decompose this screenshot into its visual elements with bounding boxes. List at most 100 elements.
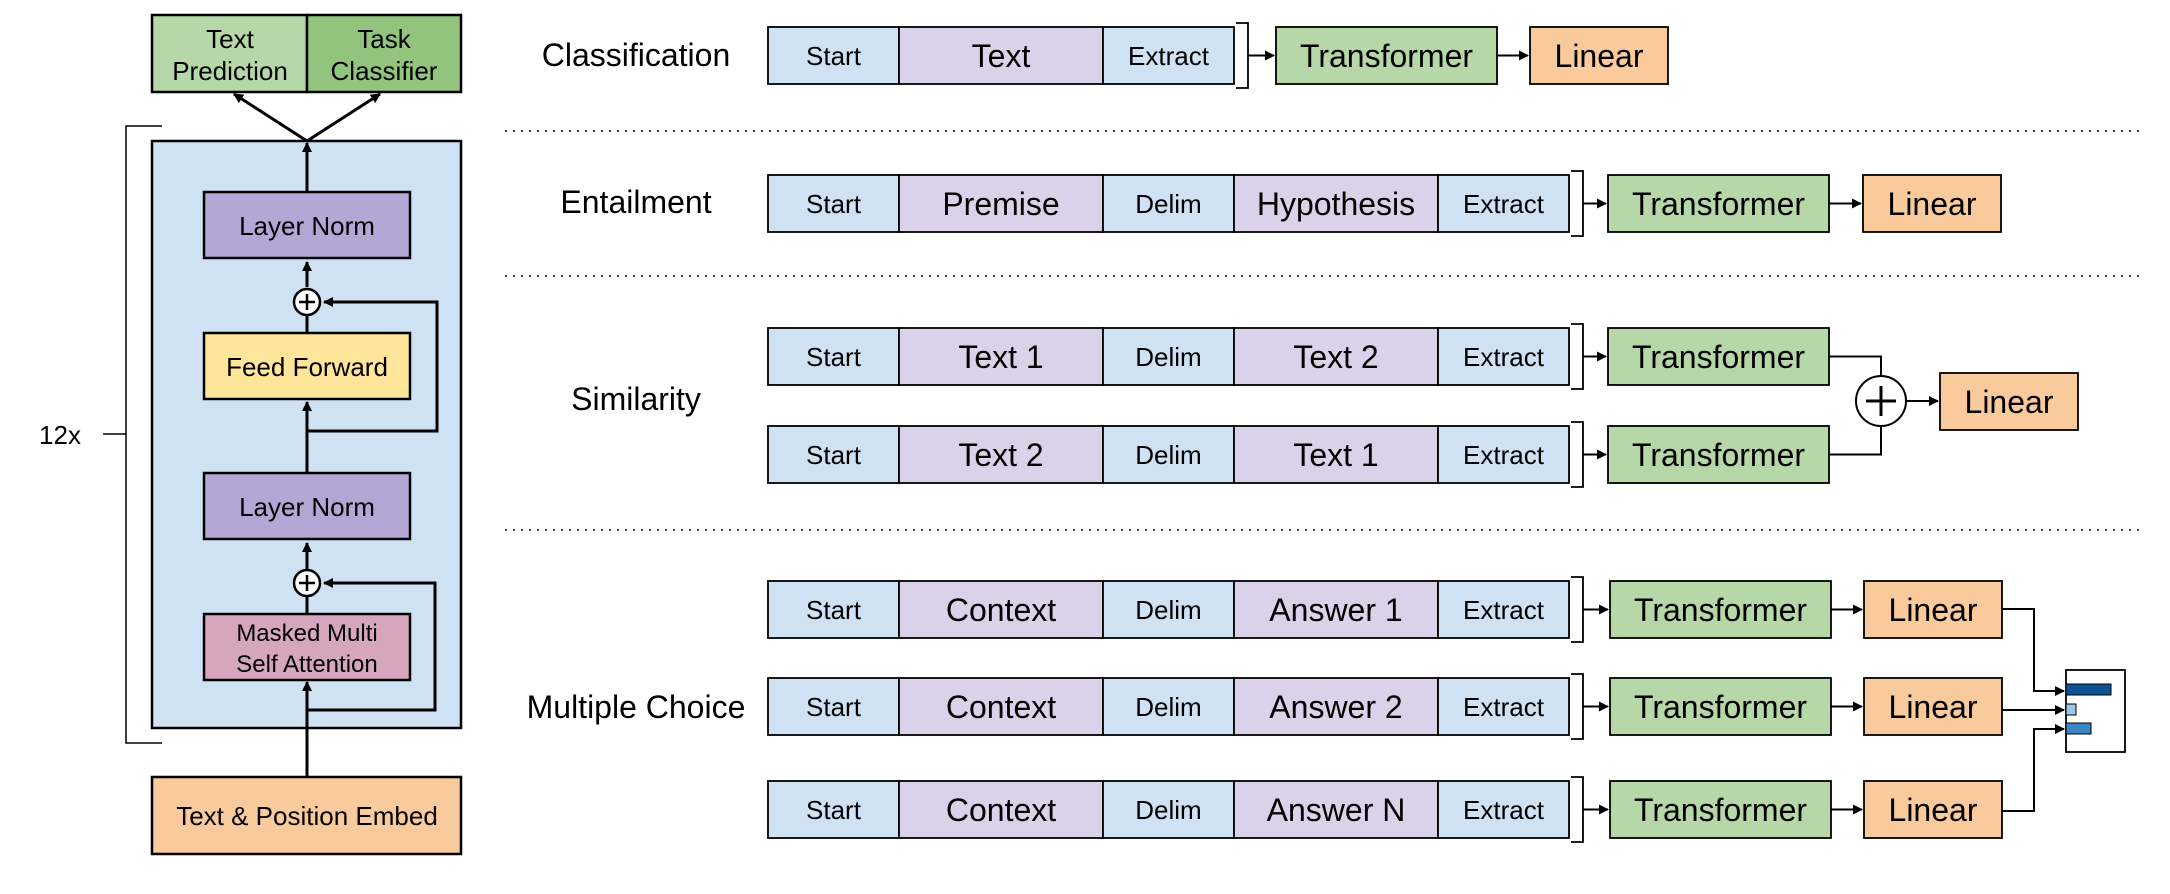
multiple-choice-3-token-context: Context xyxy=(946,792,1056,828)
feed-forward-box xyxy=(202,331,412,401)
similarity-1-transformer: Transformer xyxy=(1632,339,1805,375)
layer-norm-bottom-box xyxy=(202,471,412,541)
masked-attention-line1: Masked Multi xyxy=(236,620,377,647)
multiple-choice-1-transformer: Transformer xyxy=(1634,592,1807,628)
similarity-2-token-extract-box xyxy=(1437,425,1570,484)
softmax-bar-3 xyxy=(2065,722,2092,735)
similarity-2-token-start: Start xyxy=(806,440,862,470)
similarity-2-token-start-box xyxy=(767,425,900,484)
add-icon-top xyxy=(292,287,322,317)
entailment-token-hypothesis-box xyxy=(1233,174,1439,233)
similarity-1-transformer-box xyxy=(1607,327,1830,386)
multiple-choice-1-token-answer-1-box xyxy=(1233,580,1439,639)
entailment-token-premise-box xyxy=(898,174,1104,233)
layer-norm-top-label: Layer Norm xyxy=(239,211,375,241)
classification-token-extract-box xyxy=(1102,26,1235,85)
masked-attention-line2: Self Attention xyxy=(236,651,377,678)
multiple-choice-2-linear-box xyxy=(1863,677,2003,736)
text-prediction-line2: Prediction xyxy=(172,56,288,86)
similarity-1-token-text-1: Text 1 xyxy=(958,339,1043,375)
multiple-choice-2-token-extract: Extract xyxy=(1463,692,1545,722)
text-prediction-line1: Text xyxy=(206,24,254,54)
classification-token-start: Start xyxy=(806,41,862,71)
multiple-choice-2-token-delim-box xyxy=(1102,677,1235,736)
multiple-choice-1-token-delim: Delim xyxy=(1135,595,1201,625)
mc-connector-1 xyxy=(2002,608,2065,696)
multiple-choice-1-linear-box xyxy=(1863,580,2003,639)
entailment-transformer-box xyxy=(1607,174,1830,233)
feed-forward-label: Feed Forward xyxy=(226,352,388,382)
add-icon-bottom xyxy=(292,568,322,598)
entailment-token-start: Start xyxy=(806,189,862,219)
multiple-choice-3-bracket xyxy=(1571,776,1584,843)
similarity-2-token-text-1-box xyxy=(1233,425,1439,484)
task-label-multiple-choice: Multiple Choice xyxy=(527,689,746,725)
multiple-choice-3-token-start: Start xyxy=(806,795,862,825)
multiple-choice-2-token-delim: Delim xyxy=(1135,692,1201,722)
multiple-choice-2-token-answer-2: Answer 2 xyxy=(1269,689,1402,725)
multiple-choice-2-transformer-box xyxy=(1609,677,1832,736)
multiple-choice-2-token-context: Context xyxy=(946,689,1056,725)
multiple-choice-3-token-extract: Extract xyxy=(1463,795,1545,825)
similarity-1-token-extract-box xyxy=(1437,327,1570,386)
multiple-choice-1-token-start-box xyxy=(767,580,900,639)
embed-label: Text & Position Embed xyxy=(176,801,438,831)
softmax-bar-2 xyxy=(2065,703,2077,716)
mc-connector-3 xyxy=(2002,724,2065,812)
similarity-2-token-text-2: Text 2 xyxy=(958,437,1043,473)
entailment-transformer: Transformer xyxy=(1632,186,1805,222)
similarity-1-token-start-box xyxy=(767,327,900,386)
multiple-choice-1-token-context: Context xyxy=(946,592,1056,628)
similarity-1-token-delim: Delim xyxy=(1135,342,1201,372)
multiple-choice-2-token-start: Start xyxy=(806,692,862,722)
similarity-join-top xyxy=(1829,355,1882,375)
entailment-token-extract: Extract xyxy=(1463,189,1545,219)
similarity-2-transformer: Transformer xyxy=(1632,437,1805,473)
entailment-token-hypothesis: Hypothesis xyxy=(1257,186,1415,222)
multiple-choice-1-token-extract-box xyxy=(1437,580,1570,639)
multiple-choice-3-token-start-box xyxy=(767,780,900,839)
classification-linear: Linear xyxy=(1555,38,1644,74)
multiple-choice-1-bracket xyxy=(1571,576,1584,643)
similarity-2-token-text-1: Text 1 xyxy=(1293,437,1378,473)
classification-transformer: Transformer xyxy=(1300,38,1473,74)
masked-attention-box xyxy=(202,612,412,682)
multiple-choice-1-linear: Linear xyxy=(1889,592,1978,628)
multiple-choice-3-token-delim-box xyxy=(1102,780,1235,839)
multiple-choice-3-token-delim: Delim xyxy=(1135,795,1201,825)
task-classifier-box xyxy=(305,13,463,94)
classification-linear-box xyxy=(1529,26,1669,85)
entailment-linear: Linear xyxy=(1888,186,1977,222)
multiple-choice-3-linear-box xyxy=(1863,780,2003,839)
similarity-1-bracket xyxy=(1571,323,1584,390)
layer-norm-top-box xyxy=(202,190,412,260)
text-prediction-box xyxy=(150,13,309,94)
entailment-linear-box xyxy=(1862,174,2002,233)
repeat-label: 12x xyxy=(39,420,81,450)
head-arrow-right xyxy=(306,92,381,143)
similarity-2-token-extract: Extract xyxy=(1463,440,1545,470)
task-label-classification: Classification xyxy=(542,37,731,73)
similarity-1-token-text-2: Text 2 xyxy=(1293,339,1378,375)
multiple-choice-1-transformer-box xyxy=(1609,580,1832,639)
architecture-panel: Text Prediction Task Classifier 12x xyxy=(39,13,463,856)
similarity-linear-box xyxy=(1939,372,2079,431)
task-label-entailment: Entailment xyxy=(560,184,711,220)
multiple-choice-2-bracket xyxy=(1571,673,1584,740)
residual-loop-top xyxy=(307,297,439,433)
multiple-choice-2-transformer: Transformer xyxy=(1634,689,1807,725)
classification-token-text-box xyxy=(898,26,1104,85)
task-classifier-line2: Classifier xyxy=(331,56,438,86)
classification-token-text: Text xyxy=(972,38,1031,74)
multiple-choice-3-token-answer-n-box xyxy=(1233,780,1439,839)
similarity-1-token-start: Start xyxy=(806,342,862,372)
multiple-choice-3-token-answer-n: Answer N xyxy=(1267,792,1406,828)
entailment-token-delim: Delim xyxy=(1135,189,1201,219)
multiple-choice-1-token-answer-1: Answer 1 xyxy=(1269,592,1402,628)
multiple-choice-3-transformer-box xyxy=(1609,780,1832,839)
similarity-2-token-delim: Delim xyxy=(1135,440,1201,470)
multiple-choice-2-token-context-box xyxy=(898,677,1104,736)
layer-norm-bottom-label: Layer Norm xyxy=(239,492,375,522)
multiple-choice-2-token-extract-box xyxy=(1437,677,1570,736)
